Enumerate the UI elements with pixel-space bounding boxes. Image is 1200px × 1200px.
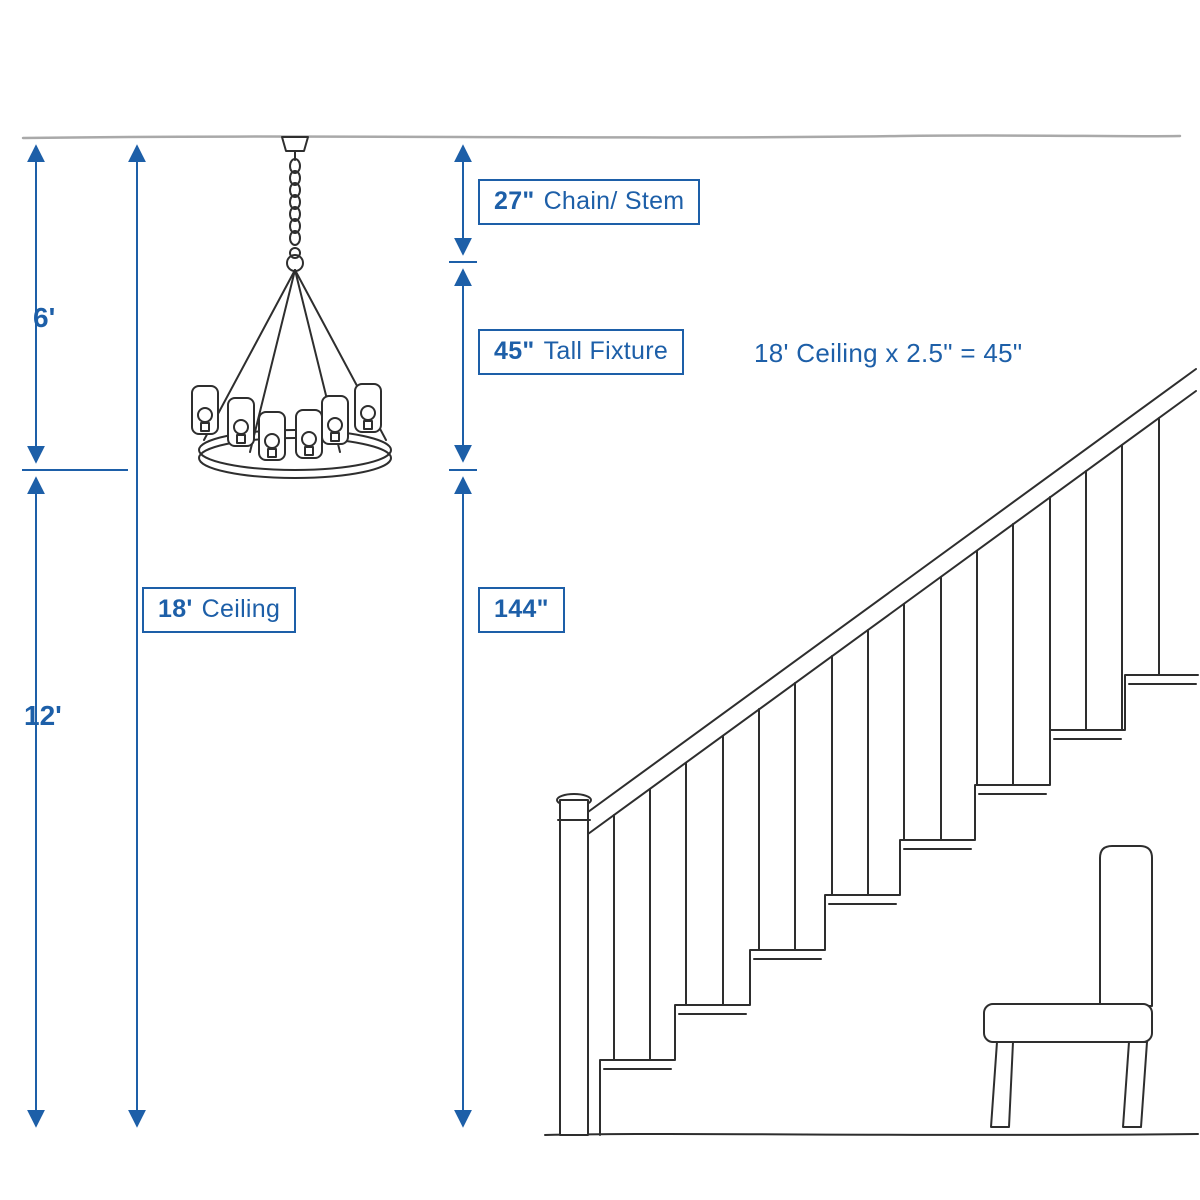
ceiling-height-value: 18': [158, 595, 193, 623]
stair-steps: [599, 674, 1199, 1136]
newel-post: [559, 799, 589, 1136]
ceiling-formula-text: 18' Ceiling x 2.5" = 45": [754, 338, 1023, 368]
handrail-bottom: [587, 390, 1197, 835]
chandelier-chain: [289, 158, 301, 246]
chain-stem-dimension-label: 27" Chain/ Stem: [478, 179, 701, 225]
chair-sketch: [983, 845, 1153, 1128]
chandelier-lights: [191, 383, 382, 461]
upper-left-height-label: 6': [33, 302, 56, 333]
ceiling-line: [21, 134, 1182, 140]
tall-fixture-value: 45": [494, 337, 535, 365]
tall-fixture-dimension-label: 45" Tall Fixture: [478, 329, 685, 375]
chain-stem-text: Chain/ Stem: [543, 187, 685, 215]
floor-clearance-dimension-label: 144": [478, 587, 565, 633]
balusters: [613, 417, 1160, 1061]
chandelier-canopy: [281, 136, 309, 152]
chain-stem-value: 27": [494, 187, 535, 215]
ceiling-height-dimension-label: 18' Ceiling: [142, 587, 297, 633]
chair-front-leg: [990, 1041, 1014, 1128]
chair-back: [1099, 845, 1153, 1007]
floor-clearance-value: 144": [494, 595, 549, 623]
dimension-lines: [22, 144, 477, 1128]
stair-tread-edges: [603, 683, 1197, 1070]
handrail-top: [587, 368, 1197, 813]
staircase-sketch: [556, 368, 1199, 1136]
tall-fixture-text: Tall Fixture: [543, 337, 669, 365]
floor-line: [544, 1133, 1199, 1136]
chair-back-leg: [1122, 1041, 1148, 1128]
lower-left-height-label: 12': [24, 700, 62, 731]
chair-seat: [983, 1003, 1153, 1043]
ceiling-height-text: Ceiling: [201, 595, 281, 623]
chandelier-sketch: [191, 136, 392, 479]
